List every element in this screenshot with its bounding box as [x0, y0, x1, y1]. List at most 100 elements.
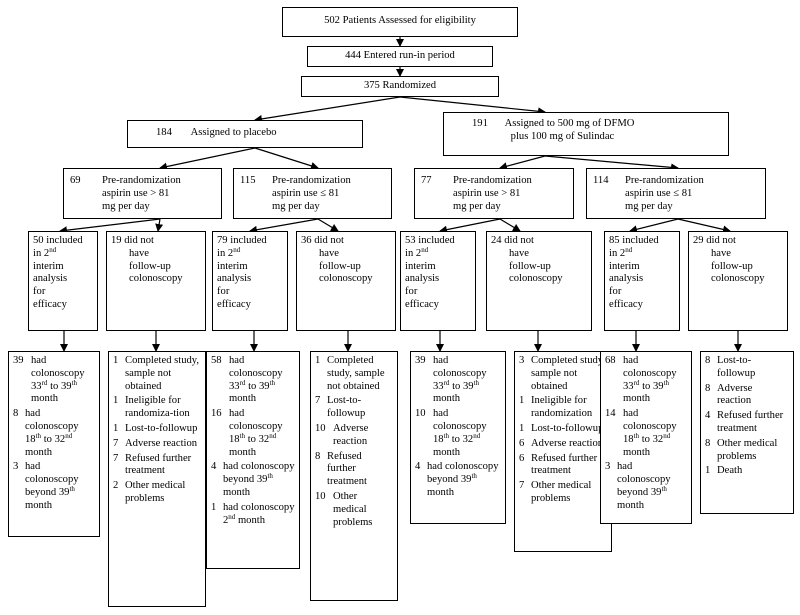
outcome-text: Adverse reaction: [125, 437, 198, 449]
included-count: 79: [217, 235, 228, 246]
stratum-count: 69: [70, 175, 81, 186]
outcome-count: 1: [113, 355, 119, 366]
outcome-box-treatment-le81-included: 68 had colonoscopy 33rd to 39th month 14 ha…: [600, 351, 692, 524]
outcome-text: Completed study, sample not obtained: [327, 355, 385, 392]
outcome-text: Refused further treatment: [531, 452, 598, 477]
outcome-count: 10: [315, 422, 326, 434]
included-count: 53: [405, 235, 416, 246]
outcome-count: 7: [113, 437, 119, 449]
outcome-entry: 39 had colonoscopy 33rd to 39th month: [415, 355, 501, 406]
runin-text: 444 Entered run-in period: [345, 50, 455, 61]
nofollow-line: colonoscopy: [129, 273, 183, 285]
included-line: in 2: [217, 247, 234, 259]
nofollow-line: follow-up: [509, 260, 551, 272]
included-count: 85: [609, 235, 620, 246]
outcome-text: had colonoscopy beyond 39th month: [427, 461, 499, 498]
stratum-line: aspirin use ≤ 81: [625, 187, 693, 199]
outcome-text: Death: [717, 465, 743, 477]
placebo-count: 184: [156, 127, 172, 138]
outcome-text: had colonoscopy 33rd to 39th month: [433, 355, 487, 405]
outcome-text: Adverse reaction: [717, 382, 753, 407]
placebo-label: Assigned to placebo: [190, 127, 277, 138]
stratum-line: Pre-randomization: [102, 175, 181, 186]
outcome-text: Other medical problems: [333, 490, 373, 528]
outcome-count: 10: [315, 490, 326, 502]
outcome-text: had colonoscopy beyond 39th month: [25, 461, 79, 511]
included-sup: nd: [49, 245, 57, 254]
outcome-count: 8: [315, 450, 321, 462]
outcome-text: Other medical problems: [717, 437, 778, 462]
treatment-count: 191: [472, 118, 488, 129]
treatment-label-2: plus 100 mg of Sulindac: [510, 130, 615, 142]
nofollow-line: colonoscopy: [711, 273, 765, 285]
outcome-text: had colonoscopy 33rd to 39th month: [623, 355, 677, 405]
included-line: analysis: [609, 273, 644, 285]
treatment-label-1: Assigned to 500 mg of DFMO: [504, 118, 635, 129]
included-line: included: [230, 235, 267, 246]
included-line: in 2: [609, 247, 626, 259]
assessed-text: 502 Patients Assessed for eligibility: [324, 15, 476, 26]
outcome-count: 10: [415, 408, 426, 420]
outcome-entry: 10 Other medical problems: [315, 491, 393, 529]
outcome-text: Refused further treatment: [717, 410, 784, 434]
outcome-count: 39: [13, 355, 24, 366]
outcome-count: 7: [519, 480, 525, 492]
nofollow-box-placebo-le81: 36 did not have follow-up colonoscopy: [296, 231, 396, 331]
outcome-count: 6: [519, 452, 525, 464]
stratum-line: aspirin use > 81: [102, 187, 170, 199]
outcome-text: Ineligible for randomization: [531, 395, 593, 420]
outcome-text: Refused further treatment: [125, 452, 192, 477]
outcome-entry: 68 had colonoscopy 33rd to 39th month: [605, 355, 687, 406]
outcome-count: 39: [415, 355, 426, 366]
outcome-count: 68: [605, 355, 616, 366]
nofollow-count: 24: [491, 235, 502, 246]
included-line: for: [33, 286, 46, 298]
stratum-line: mg per day: [272, 200, 320, 212]
outcome-text: Refused further treatment: [327, 450, 368, 488]
stratum-line: Pre-randomization: [625, 175, 704, 186]
nofollow-line: have: [319, 247, 339, 259]
outcome-text: Adverse reaction: [531, 437, 604, 449]
outcome-count: 7: [315, 395, 321, 407]
included-line: in 2: [33, 247, 50, 259]
outcome-count: 8: [705, 382, 711, 394]
nofollow-count: 36: [301, 235, 312, 246]
nofollow-box-treatment-le81: 29 did not have follow-up colonoscopy: [688, 231, 788, 331]
nofollow-line: follow-up: [319, 260, 361, 272]
outcome-count: 1: [519, 422, 525, 434]
outcome-text: Adverse reaction: [333, 422, 369, 447]
included-box-placebo-le81: 79 included in 2nd interim analysis for …: [212, 231, 288, 331]
outcome-text: Lost-to-followup: [717, 355, 756, 379]
included-line: included: [46, 235, 83, 246]
outcome-text: had colonoscopy beyond 39th month: [617, 461, 671, 511]
stratum-line: aspirin use > 81: [453, 187, 521, 199]
assessed-box: 502 Patients Assessed for eligibility: [282, 7, 518, 37]
outcome-text: Other medical problems: [125, 480, 186, 504]
outcome-count: 1: [113, 422, 119, 434]
nofollow-count: 19: [111, 235, 122, 246]
included-line: analysis: [217, 273, 252, 285]
treatment-arm-box: 191 Assigned to 500 mg of DFMO plus 100 …: [443, 112, 729, 156]
included-sup: nd: [625, 245, 633, 254]
outcome-count: 14: [605, 408, 616, 420]
outcome-count: 3: [519, 355, 525, 366]
outcome-entry: 10 Adverse reaction: [315, 423, 393, 449]
